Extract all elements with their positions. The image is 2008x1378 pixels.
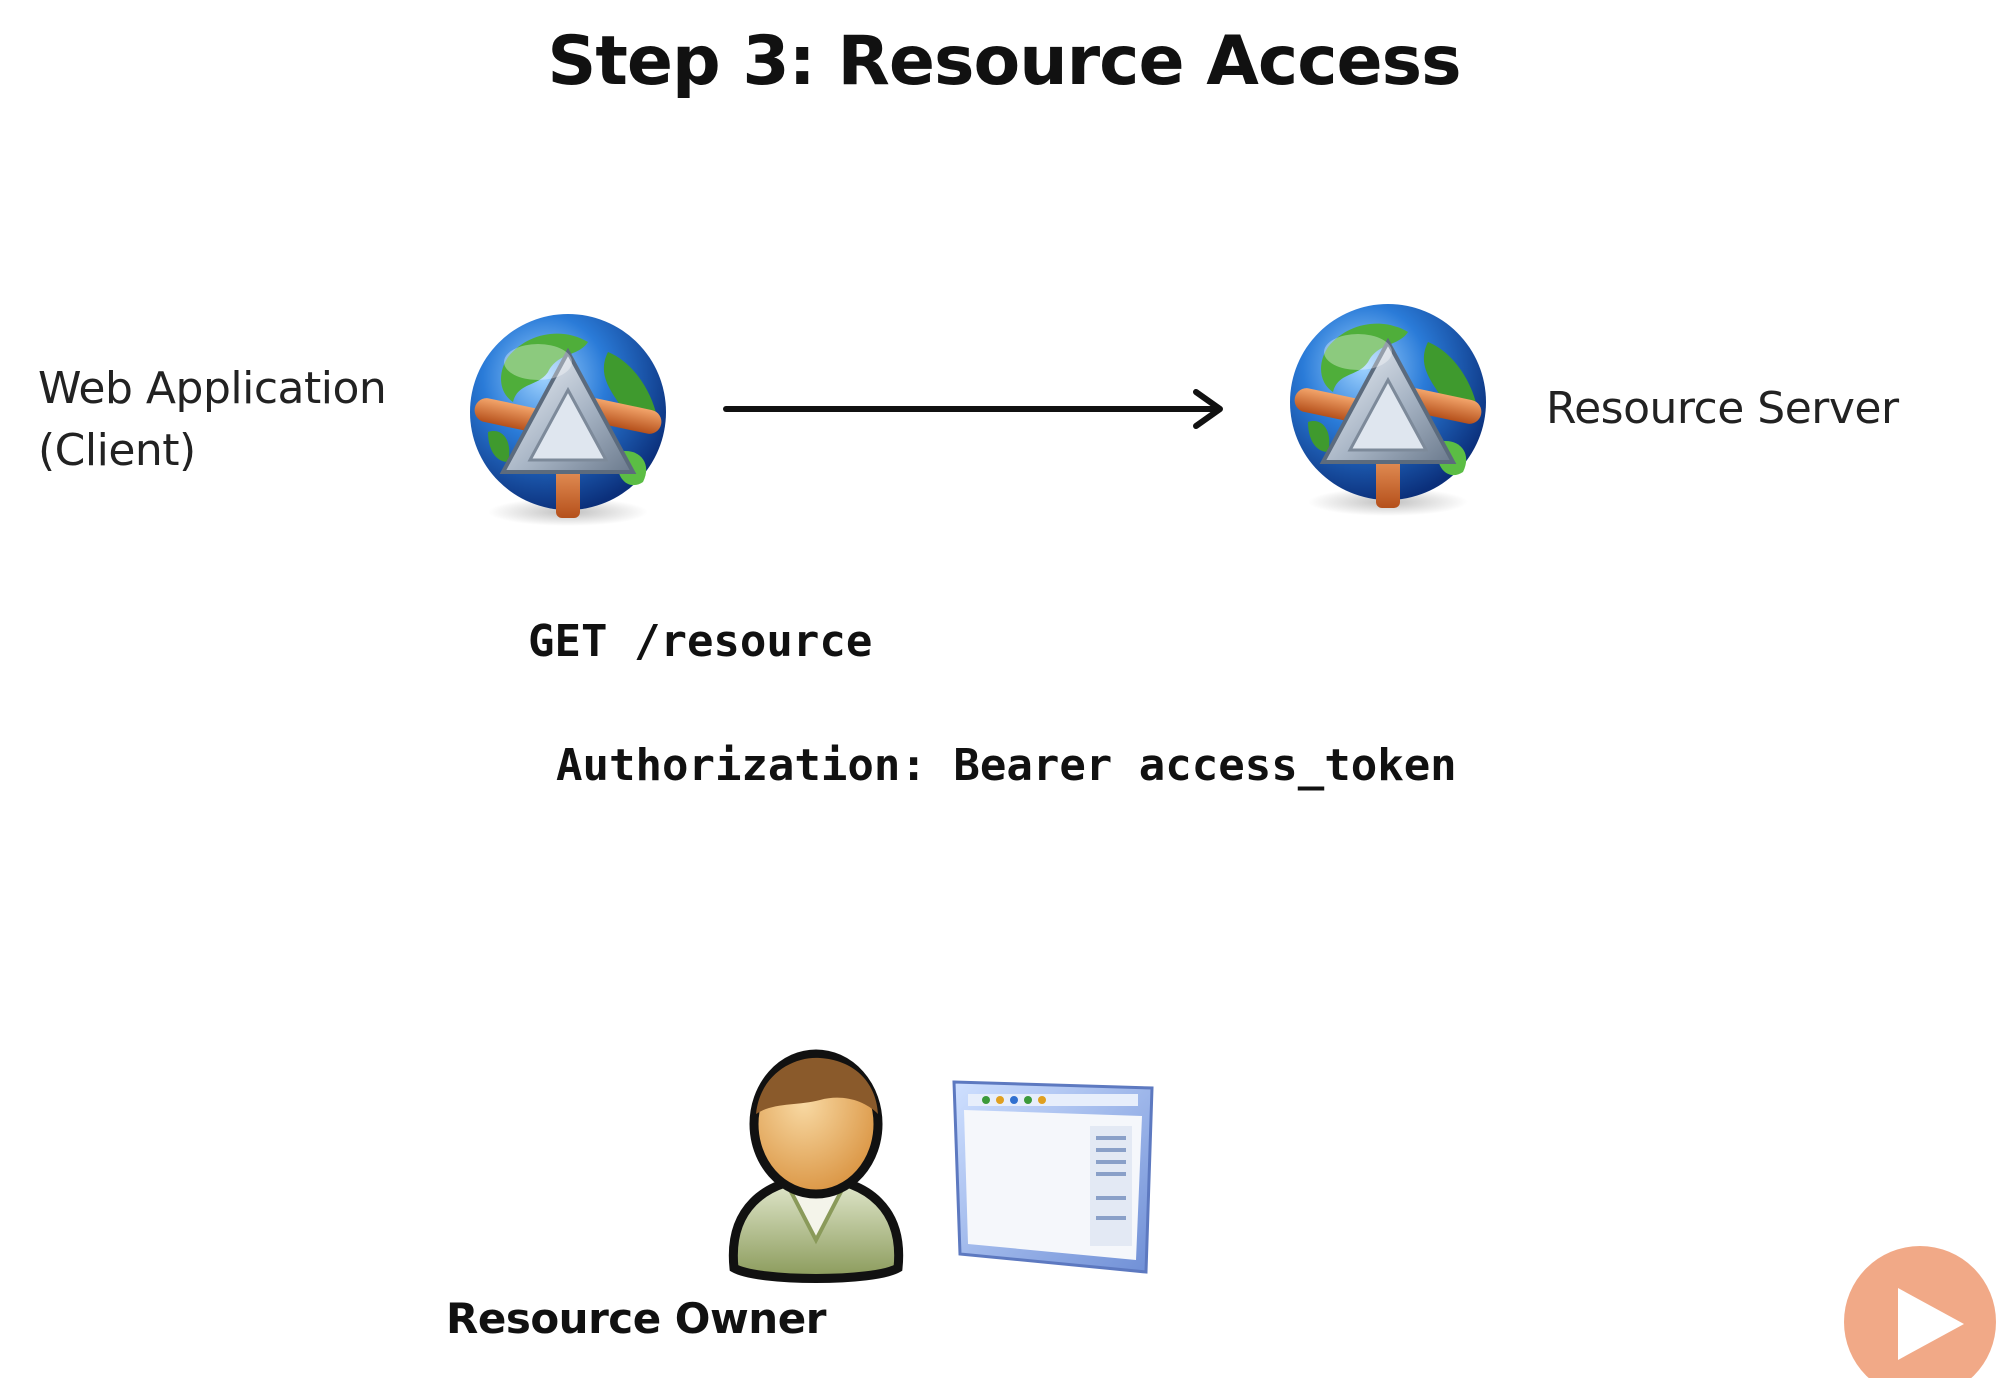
- play-icon[interactable]: [1840, 1244, 2008, 1378]
- client-globe-icon: [468, 312, 668, 528]
- resource-owner-label: Resource Owner: [446, 1294, 826, 1343]
- server-label: Resource Server: [1546, 383, 1899, 434]
- client-label-line2: (Client): [38, 425, 196, 476]
- server-globe-icon: [1288, 302, 1488, 518]
- client-label-line1: Web Application: [38, 363, 387, 414]
- request-line-authorization: Authorization: Bearer access_token: [556, 740, 1457, 791]
- page-title: Step 3: Resource Access: [547, 22, 1461, 101]
- client-label: Web Application (Client): [38, 358, 387, 482]
- request-arrow: [723, 389, 1223, 429]
- browser-window-icon: [952, 1080, 1154, 1274]
- user-icon: [728, 1049, 904, 1283]
- request-line-get: GET /resource: [528, 616, 873, 667]
